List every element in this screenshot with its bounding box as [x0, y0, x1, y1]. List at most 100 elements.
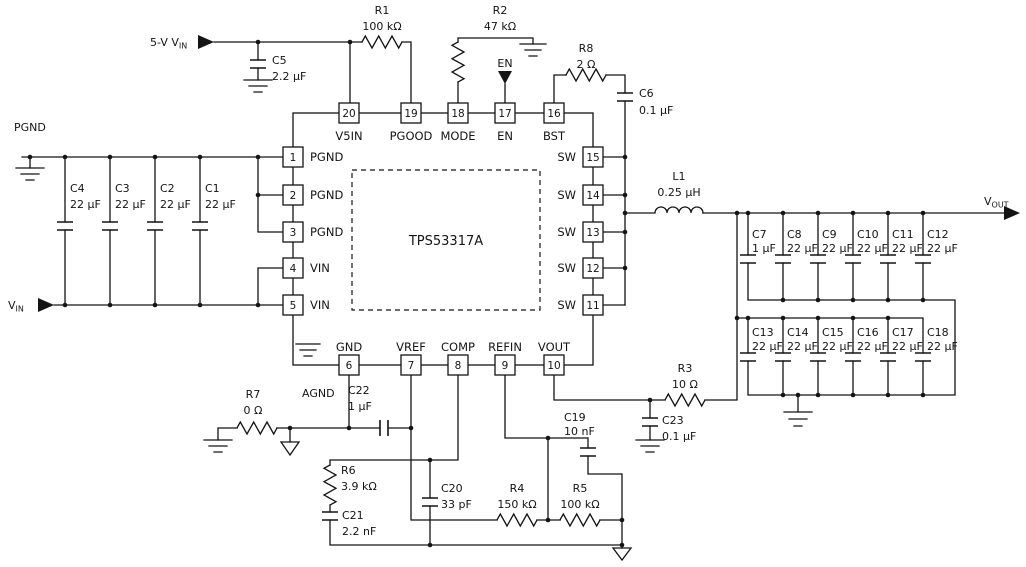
resistor-r4: R4 150 kΩ — [496, 482, 538, 528]
svg-text:1 µF: 1 µF — [348, 400, 372, 413]
svg-text:EN: EN — [497, 129, 513, 143]
svg-text:PGND: PGND — [14, 121, 46, 134]
svg-text:VIN: VIN — [8, 299, 24, 314]
svg-text:14: 14 — [586, 190, 600, 202]
svg-text:22 µF: 22 µF — [822, 242, 853, 255]
svg-text:REFIN: REFIN — [488, 340, 522, 354]
svg-text:C1: C1 — [205, 182, 220, 195]
capacitor-c8: C8 22 µF — [775, 228, 818, 264]
capacitor-c23: C23 0.1 µF — [642, 414, 696, 443]
capacitor-c1: C1 22 µF — [192, 182, 236, 231]
svg-text:2 Ω: 2 Ω — [577, 58, 596, 71]
svg-text:C3: C3 — [115, 182, 130, 195]
svg-text:R5: R5 — [573, 482, 588, 495]
ground-symbol-r7 — [203, 439, 233, 453]
svg-text:EN: EN — [497, 57, 512, 70]
svg-text:10: 10 — [547, 360, 560, 372]
svg-text:R6: R6 — [341, 464, 356, 477]
svg-text:C15: C15 — [822, 326, 844, 339]
capacitor-c16: C16 22 µF — [845, 326, 888, 362]
svg-text:13: 13 — [586, 227, 599, 239]
svg-text:7: 7 — [408, 360, 415, 372]
svg-text:C21: C21 — [342, 509, 364, 522]
svg-text:L1: L1 — [672, 170, 685, 183]
ic-pin-1: 1 PGND — [282, 146, 343, 168]
svg-text:22 µF: 22 µF — [70, 198, 101, 211]
svg-text:MODE: MODE — [440, 129, 475, 143]
svg-text:22 µF: 22 µF — [927, 340, 958, 353]
ic-pin-11: 11 SW — [557, 294, 604, 316]
capacitor-c5: C5 2.2 µF — [250, 54, 306, 83]
ground-symbol-pgnd — [15, 167, 45, 181]
ic-pin-4: 4 VIN — [282, 257, 330, 279]
svg-text:C11: C11 — [892, 228, 914, 241]
svg-text:SW: SW — [557, 298, 576, 312]
svg-text:C10: C10 — [857, 228, 879, 241]
capacitor-c12: C12 22 µF — [915, 228, 958, 264]
svg-text:C12: C12 — [927, 228, 949, 241]
capacitor-c20: C20 33 pF — [422, 482, 472, 511]
svg-text:R1: R1 — [375, 4, 390, 17]
svg-text:22 µF: 22 µF — [892, 340, 923, 353]
svg-text:R7: R7 — [246, 388, 261, 401]
ic-pin-14: 14 SW — [557, 184, 604, 206]
svg-text:100 kΩ: 100 kΩ — [362, 20, 401, 33]
capacitor-c3: C3 22 µF — [102, 182, 146, 231]
svg-text:VIN: VIN — [310, 298, 330, 312]
svg-text:22 µF: 22 µF — [752, 340, 783, 353]
capacitor-c21: C21 2.2 nF — [322, 509, 376, 538]
svg-text:VREF: VREF — [396, 340, 426, 354]
svg-text:C16: C16 — [857, 326, 879, 339]
svg-text:22 µF: 22 µF — [205, 198, 236, 211]
input-arrow-5v-vin — [198, 35, 214, 49]
svg-text:19: 19 — [404, 108, 417, 120]
ic-pin-19: 19 PGOOD — [390, 102, 433, 143]
svg-text:16: 16 — [547, 108, 561, 120]
svg-text:C13: C13 — [752, 326, 774, 339]
ic-pin-15: 15 SW — [557, 146, 604, 168]
svg-text:C4: C4 — [70, 182, 85, 195]
ic-part-number: TPS53317A — [408, 234, 483, 249]
svg-text:9: 9 — [502, 360, 509, 372]
ic-tps53317a: TPS53317A 20 V5IN 19 PGOOD 18 MODE 17 EN… — [282, 102, 604, 376]
svg-text:SW: SW — [557, 150, 576, 164]
ic-pin-3: 3 PGND — [282, 221, 343, 243]
net-label-en: EN — [497, 57, 513, 84]
wires — [21, 37, 1005, 549]
capacitor-c17: C17 22 µF — [880, 326, 923, 362]
resistor-r1: R1 100 kΩ — [361, 4, 403, 50]
net-label-agnd: AGND — [302, 387, 335, 400]
svg-text:5-V VIN: 5-V VIN — [150, 36, 187, 51]
svg-text:SW: SW — [557, 188, 576, 202]
svg-text:PGND: PGND — [310, 225, 343, 239]
ground-symbol-output-bank — [783, 411, 813, 427]
svg-text:AGND: AGND — [302, 387, 335, 400]
svg-text:2.2 nF: 2.2 nF — [342, 525, 376, 538]
svg-text:100 kΩ: 100 kΩ — [560, 498, 599, 511]
svg-text:6: 6 — [346, 360, 353, 372]
svg-text:C20: C20 — [441, 482, 463, 495]
ic-pin-12: 12 SW — [557, 257, 604, 279]
output-arrow-vout — [1004, 206, 1020, 220]
ground-symbol-c5 — [243, 79, 273, 93]
capacitor-c2: C2 22 µF — [147, 182, 191, 231]
resistor-r6: R6 3.9 kΩ — [322, 464, 377, 506]
ic-pin-8: 8 COMP — [441, 340, 475, 376]
ic-pin-17: 17 EN — [494, 102, 516, 143]
svg-text:1: 1 — [290, 152, 297, 164]
svg-text:VOUT: VOUT — [984, 195, 1009, 210]
svg-text:BST: BST — [543, 129, 566, 143]
svg-text:C18: C18 — [927, 326, 949, 339]
svg-text:VIN: VIN — [310, 261, 330, 275]
svg-text:C9: C9 — [822, 228, 837, 241]
svg-text:15: 15 — [586, 152, 599, 164]
ground-symbol-r2 — [519, 43, 547, 57]
svg-text:2.2 µF: 2.2 µF — [272, 70, 306, 83]
net-label-pgnd: PGND — [14, 121, 46, 134]
svg-text:0.1 µF: 0.1 µF — [639, 104, 673, 117]
svg-text:22 µF: 22 µF — [857, 242, 888, 255]
svg-text:C14: C14 — [787, 326, 809, 339]
capacitor-c7: C7 1 µF — [740, 228, 776, 264]
svg-text:20: 20 — [342, 108, 355, 120]
